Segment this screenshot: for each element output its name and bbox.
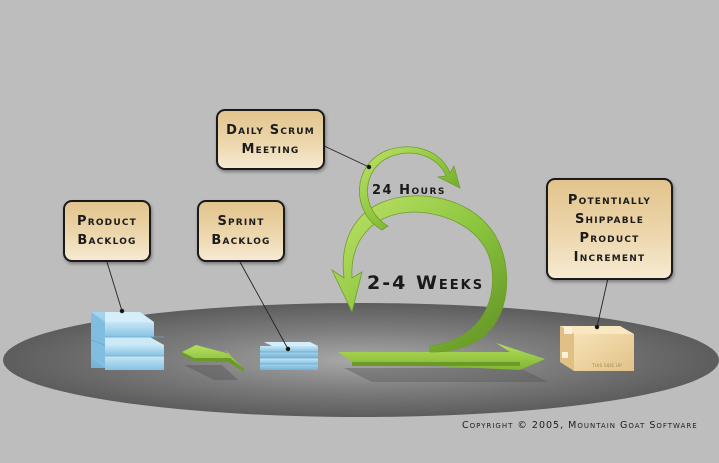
callout-increment: Potentially Shippable Product Increment bbox=[546, 178, 673, 280]
callout-line: Potentially bbox=[567, 193, 652, 208]
shippable-box-icon: THIS SIDE UP bbox=[560, 326, 634, 371]
box-stamp: THIS SIDE UP bbox=[591, 363, 622, 369]
callout-line: Backlog bbox=[77, 233, 137, 248]
copyright-text: Copyright © 2005, Mountain Goat Software bbox=[462, 420, 698, 431]
sprint-cycle-label: 2-4 Weeks bbox=[367, 272, 485, 294]
callout-line: Daily Scrum bbox=[226, 122, 315, 138]
leader-lines bbox=[106, 144, 609, 352]
sprint-cycle-arrow-icon bbox=[331, 195, 548, 382]
callout-line: Sprint bbox=[217, 214, 265, 229]
callout-line: Shippable bbox=[574, 212, 645, 227]
callout-daily-scrum: Daily Scrum Meeting bbox=[216, 109, 325, 170]
callout-product-backlog: Product Backlog bbox=[63, 200, 151, 262]
callout-sprint-backlog: Sprint Backlog bbox=[197, 200, 285, 262]
callout-line: Product bbox=[76, 214, 138, 229]
flow-arrow-icon bbox=[182, 345, 244, 380]
callout-line: Product bbox=[579, 231, 640, 246]
daily-cycle-arrow-icon bbox=[359, 146, 461, 231]
sprint-backlog-stack-icon bbox=[260, 342, 318, 370]
product-backlog-stack-icon bbox=[90, 312, 164, 370]
callout-line: Increment bbox=[573, 250, 646, 265]
callout-line: Meeting bbox=[241, 141, 300, 157]
daily-cycle-label: 24 Hours bbox=[372, 183, 446, 198]
callout-line: Backlog bbox=[211, 233, 271, 248]
